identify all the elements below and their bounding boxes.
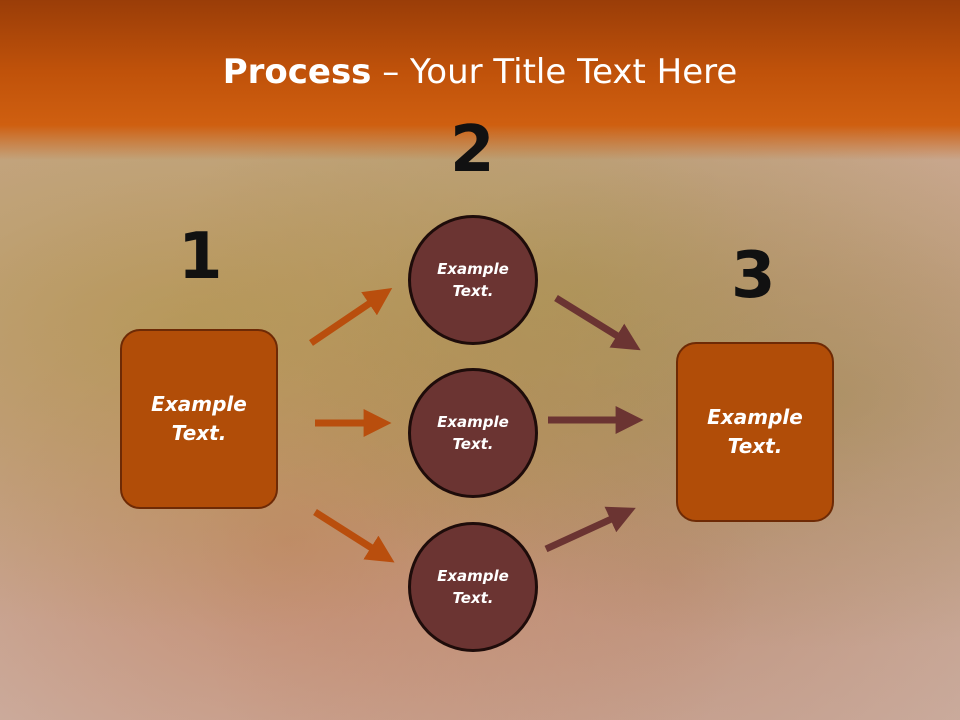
title-bold: Process — [222, 52, 372, 92]
step-number-2: 2 — [450, 113, 495, 187]
step-2-circle-1: Example Text. — [408, 215, 538, 345]
step-3-box: Example Text. — [676, 342, 834, 522]
step-1-text-line1: Example — [151, 392, 247, 416]
circle-1-text-line1: Example — [437, 259, 509, 278]
step-3-text-line2: Text. — [727, 434, 783, 458]
circle-1-text-line2: Text. — [452, 282, 494, 300]
circle-3-text-line2: Text. — [452, 589, 494, 607]
arrow-from-circle-3 — [544, 506, 636, 553]
header-band — [0, 0, 960, 160]
step-3-text-line1: Example — [707, 405, 803, 429]
step-1-text-line2: Text. — [171, 421, 227, 445]
step-number-1: 1 — [178, 220, 223, 294]
arrow-from-circle-1 — [554, 295, 641, 351]
step-number-3: 3 — [731, 239, 776, 313]
arrow-to-circle-1 — [309, 288, 393, 346]
circle-3-text-line1: Example — [437, 566, 509, 585]
step-2-circle-3: Example Text. — [408, 522, 538, 652]
arrow-to-circle-3 — [313, 509, 395, 563]
slide-title: Process – Your Title Text Here — [0, 52, 960, 92]
step-1-box: Example Text. — [120, 329, 278, 509]
circle-2-text-line2: Text. — [452, 435, 494, 453]
title-rest: – Your Title Text Here — [371, 52, 738, 92]
circle-2-text-line1: Example — [437, 412, 509, 431]
step-2-circle-2: Example Text. — [408, 368, 538, 498]
